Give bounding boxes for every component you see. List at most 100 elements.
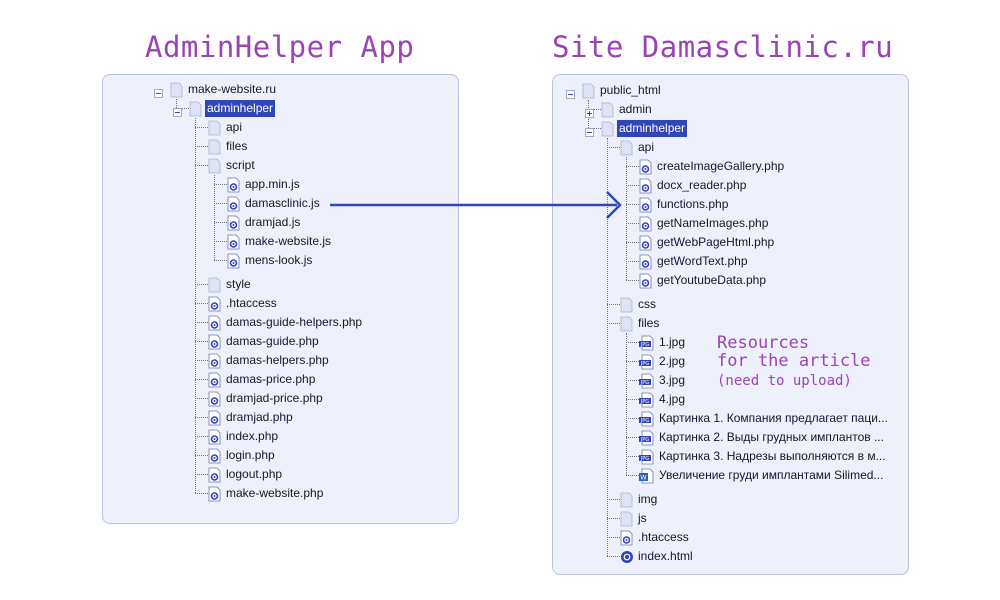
tree-folder-row[interactable]: files (208, 137, 249, 156)
tree-item-label: api (226, 120, 243, 134)
tree-file-row[interactable]: functions.php (639, 195, 730, 214)
tree-folder-row[interactable]: admin (601, 100, 654, 119)
tree-item-label: js (638, 511, 647, 525)
tree-item-label: docx_reader.php (657, 178, 747, 192)
tree-file-row[interactable]: getNameImages.php (639, 214, 770, 233)
tree-folder-row[interactable]: files (620, 314, 661, 333)
tree-folder-row[interactable]: style (208, 275, 253, 294)
tree-folder-row[interactable]: adminhelper (601, 119, 688, 138)
folder-icon (208, 120, 221, 136)
tree-guide-line (626, 333, 627, 475)
script-file-icon (208, 410, 221, 426)
tree-guide-line (176, 99, 177, 108)
collapse-minus-icon[interactable] (566, 86, 575, 99)
tree-folder-row[interactable]: api (208, 118, 244, 137)
tree-branch-line (588, 128, 601, 129)
script-file-icon (639, 159, 652, 175)
tree-file-row[interactable]: getWordText.php (639, 252, 750, 271)
tree-file-row[interactable]: mens-look.js (227, 251, 314, 270)
tree-file-row[interactable]: damas-guide.php (208, 332, 321, 351)
tree-file-row[interactable]: docx_reader.php (639, 176, 748, 195)
tree-file-row[interactable]: make-website.php (208, 484, 325, 503)
tree-branch-line (607, 537, 620, 538)
tree-folder-row[interactable]: css (620, 295, 658, 314)
script-file-icon (227, 253, 240, 269)
tree-file-row[interactable]: index.html (620, 547, 695, 566)
tree-file-row[interactable]: damas-helpers.php (208, 351, 331, 370)
svg-text:JPG: JPG (640, 437, 649, 443)
tree-folder-row[interactable]: api (620, 138, 656, 157)
expand-plus-icon[interactable] (585, 105, 594, 118)
tree-item-label: index.html (638, 549, 693, 563)
tree-file-row[interactable]: logout.php (208, 465, 284, 484)
tree-folder-row[interactable]: adminhelper (189, 99, 276, 118)
folder-icon (208, 139, 221, 155)
svg-text:JPG: JPG (640, 342, 649, 348)
tree-file-row[interactable]: damasclinic.js (227, 194, 322, 213)
tree-branch-line (626, 204, 639, 205)
left-tree-panel (102, 74, 459, 524)
collapse-minus-icon[interactable] (154, 85, 163, 98)
folder-icon (582, 83, 595, 99)
folder-icon (189, 101, 202, 117)
collapse-minus-icon[interactable] (585, 124, 594, 137)
svg-text:JPG: JPG (640, 399, 649, 405)
tree-file-row[interactable]: app.min.js (227, 175, 302, 194)
tree-guide-line (607, 138, 608, 556)
tree-folder-row[interactable]: public_html (582, 81, 663, 100)
tree-item-label: damas-guide.php (226, 334, 319, 348)
tree-branch-line (607, 499, 620, 500)
tree-file-row[interactable]: damas-price.php (208, 370, 317, 389)
tree-branch-line (626, 185, 639, 186)
tree-file-row[interactable]: dramjad-price.php (208, 389, 325, 408)
script-file-icon (208, 448, 221, 464)
tree-item-label: getYoutubeData.php (657, 273, 766, 287)
tree-item-label: css (638, 297, 656, 311)
tree-branch-line (607, 304, 620, 305)
tree-branch-line (195, 455, 208, 456)
svg-text:JPG: JPG (640, 361, 649, 367)
tree-branch-line (607, 518, 620, 519)
tree-file-row[interactable]: index.php (208, 427, 280, 446)
collapse-minus-icon[interactable] (173, 104, 182, 117)
tree-branch-line (195, 398, 208, 399)
tree-folder-row[interactable]: js (620, 509, 649, 528)
script-file-icon (227, 196, 240, 212)
tree-branch-line (195, 341, 208, 342)
tree-file-row[interactable]: dramjad.js (227, 213, 302, 232)
tree-branch-line (195, 146, 208, 147)
tree-folder-row[interactable]: img (620, 490, 659, 509)
script-file-icon (639, 273, 652, 289)
tree-file-row[interactable]: JPG 1.jpg (639, 333, 687, 352)
tree-item-label: 1.jpg (659, 335, 686, 349)
tree-guide-line (214, 175, 215, 260)
tree-file-row[interactable]: damas-guide-helpers.php (208, 313, 364, 332)
tree-file-row[interactable]: make-website.js (227, 232, 333, 251)
tree-file-row[interactable]: dramjad.php (208, 408, 295, 427)
tree-item-label: logout.php (226, 467, 283, 481)
tree-item-label: functions.php (657, 197, 729, 211)
tree-item-label: style (226, 277, 251, 291)
script-file-icon (227, 234, 240, 250)
tree-file-row[interactable]: createImageGallery.php (639, 157, 786, 176)
tree-folder-row[interactable]: make-website.ru (170, 80, 278, 99)
tree-folder-row[interactable]: script (208, 156, 257, 175)
tree-file-row[interactable]: getWebPageHtml.php (639, 233, 776, 252)
tree-file-row[interactable]: getYoutubeData.php (639, 271, 768, 290)
connector-arrow-head (606, 191, 622, 219)
tree-item-label: make-website.js (245, 234, 332, 248)
tree-file-row[interactable]: login.php (208, 446, 277, 465)
folder-icon (620, 140, 633, 156)
tree-file-row[interactable]: .htaccess (620, 528, 691, 547)
tree-file-row[interactable]: .htaccess (208, 294, 279, 313)
svg-text:JPG: JPG (640, 456, 649, 462)
word-document-icon: W (639, 468, 654, 484)
tree-item-label: damas-guide-helpers.php (226, 315, 363, 329)
